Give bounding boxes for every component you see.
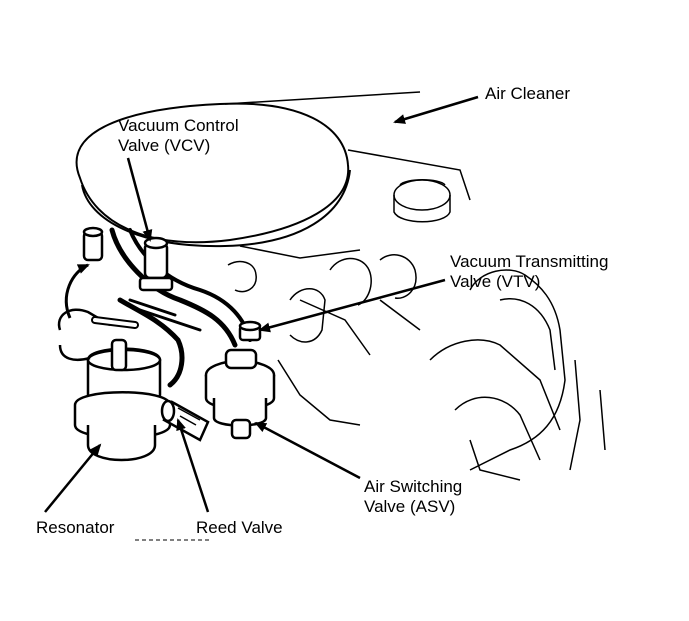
asv-label-line2: Valve (ASV) — [364, 497, 456, 516]
reed-valve-arrow — [176, 418, 210, 513]
reed-valve-part — [160, 399, 210, 442]
vcv-label-line1: Vacuum Control — [118, 116, 239, 135]
vcv-part — [138, 236, 174, 292]
reed-valve-label: Reed Valve — [196, 518, 283, 537]
vcv-label-line2: Valve (VCV) — [118, 136, 211, 155]
asv-arrow — [254, 421, 361, 480]
vacuum-hoses — [91, 227, 252, 388]
engine-outline — [227, 179, 606, 481]
asv-part — [204, 348, 276, 440]
vcv-arrow — [126, 157, 153, 242]
air-cleaner-label: Air Cleaner — [485, 84, 571, 103]
vtv-arrow — [258, 278, 446, 333]
leader-arrows — [44, 95, 479, 513]
vtv-part — [238, 320, 262, 342]
curved-flow-arrow — [64, 263, 90, 319]
resonator-part — [57, 308, 172, 462]
resonator-arrow — [44, 443, 102, 513]
air-cleaner — [75, 91, 471, 259]
left-fitting — [82, 226, 104, 262]
resonator-label: Resonator — [36, 518, 115, 537]
air-cleaner-arrow — [393, 95, 479, 124]
asv-label-line1: Air Switching — [364, 477, 463, 496]
vtv-label-line1: Vacuum Transmitting — [450, 252, 609, 271]
vtv-label-line2: Valve (VTV) — [450, 272, 541, 291]
